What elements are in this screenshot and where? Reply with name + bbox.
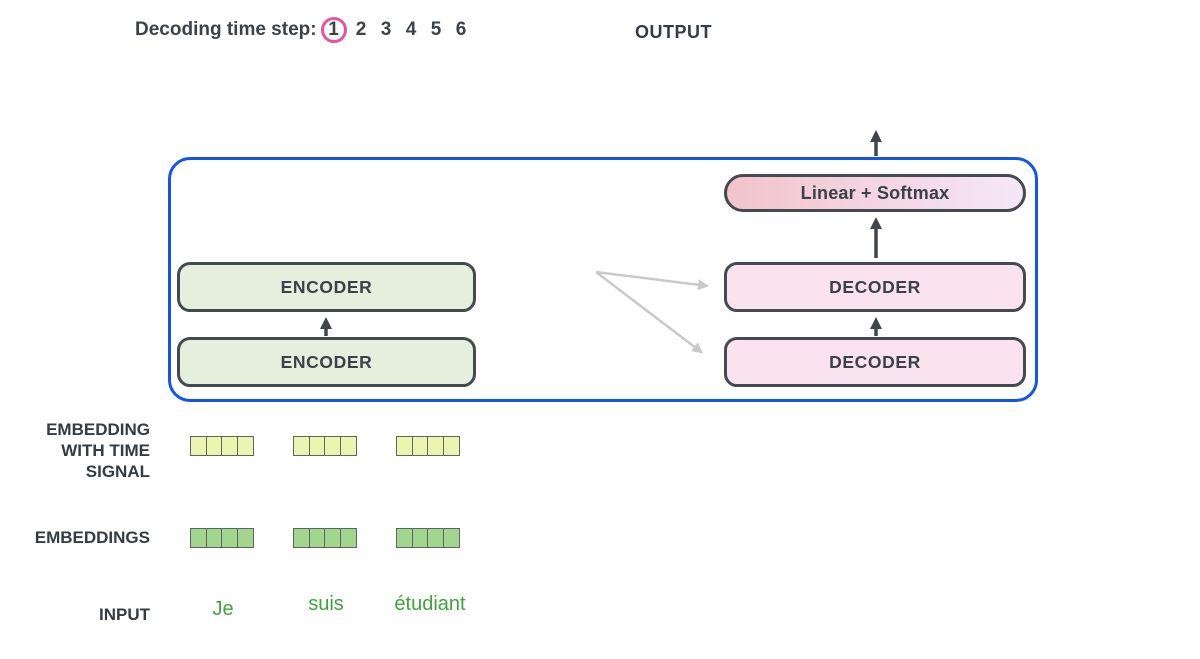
input-token-je: Je xyxy=(212,598,234,620)
vector-cell xyxy=(236,528,254,548)
embedding-with-time-signal-line2: WITH TIME xyxy=(61,441,150,460)
vector-cell xyxy=(190,436,207,456)
vector-cell xyxy=(205,528,223,548)
time-step-5: 5 xyxy=(430,19,442,40)
transformer-boundary xyxy=(168,157,1038,402)
input-token-suis: suis xyxy=(308,593,344,615)
embedding-vector-1 xyxy=(190,528,254,548)
vector-cell xyxy=(308,436,326,456)
embedding-with-time-signal-line1: EMBEDDING xyxy=(46,420,150,439)
vector-cell xyxy=(324,528,341,548)
vector-cell xyxy=(396,436,413,456)
time-step-4: 4 xyxy=(405,19,417,40)
vector-cell xyxy=(190,528,207,548)
vector-cell xyxy=(324,436,341,456)
time-signal-vector-3 xyxy=(396,436,460,456)
time-step-1-active: 1 xyxy=(320,17,347,43)
time-step-6: 6 xyxy=(455,19,467,40)
embedding-vector-3 xyxy=(396,528,460,548)
vector-cell xyxy=(442,436,460,456)
linear-softmax-block: Linear + Softmax xyxy=(724,174,1026,212)
vector-cell xyxy=(221,436,238,456)
embedding-with-time-signal-label: EMBEDDING WITH TIME SIGNAL xyxy=(0,419,150,482)
vector-cell xyxy=(205,436,223,456)
vector-cell xyxy=(411,528,429,548)
input-token-etudiant: étudiant xyxy=(394,593,466,615)
vector-cell xyxy=(396,528,413,548)
vector-cell xyxy=(339,436,357,456)
decoder-block-top: DECODER xyxy=(724,262,1026,312)
embedding-vector-2 xyxy=(293,528,357,548)
vector-cell xyxy=(308,528,326,548)
input-label: INPUT xyxy=(99,605,150,624)
time-step-3: 3 xyxy=(380,19,392,40)
vector-cell xyxy=(236,436,254,456)
vector-cell xyxy=(427,528,444,548)
decoder-block-bottom: DECODER xyxy=(724,337,1026,387)
vector-cell xyxy=(411,436,429,456)
vector-cell xyxy=(293,436,310,456)
vector-cell xyxy=(293,528,310,548)
vector-cell xyxy=(427,436,444,456)
output-label: OUTPUT xyxy=(635,22,712,42)
embedding-with-time-signal-line3: SIGNAL xyxy=(85,462,150,481)
time-step-2: 2 xyxy=(355,19,367,40)
decoding-time-step-row: Decoding time step: 1 2 3 4 5 6 xyxy=(135,14,474,46)
time-signal-vector-2 xyxy=(293,436,357,456)
vector-cell xyxy=(339,528,357,548)
vector-cell xyxy=(221,528,238,548)
time-signal-vector-1 xyxy=(190,436,254,456)
vector-cell xyxy=(442,528,460,548)
encoder-block-top: ENCODER xyxy=(177,262,476,312)
decoding-time-step-label: Decoding time step: xyxy=(135,19,317,40)
encoder-block-bottom: ENCODER xyxy=(177,337,476,387)
embeddings-label: EMBEDDINGS xyxy=(34,528,150,547)
